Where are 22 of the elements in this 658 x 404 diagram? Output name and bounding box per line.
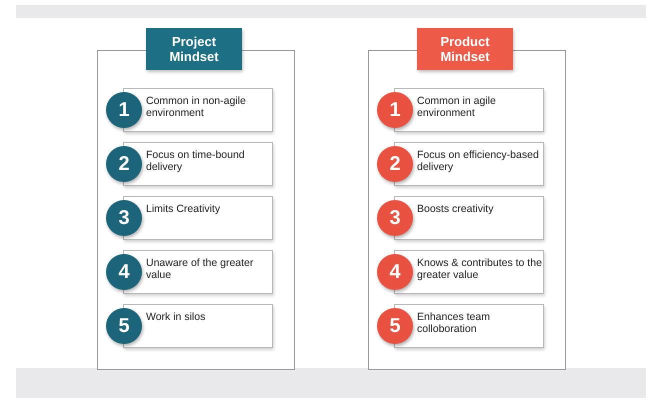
number-circle: 3 xyxy=(106,200,142,236)
item-text: Boosts creativity xyxy=(417,203,494,215)
number-circle: 1 xyxy=(377,92,413,128)
number-circle: 5 xyxy=(106,308,142,344)
item-text: Unaware of the greater value xyxy=(146,257,254,281)
item-text: Knows & contributes to the greater value xyxy=(417,257,543,281)
item-text: Limits Creativity xyxy=(146,203,222,215)
number-circle: 2 xyxy=(106,146,142,182)
heading-tab: Product Mindset xyxy=(417,28,513,70)
item-text: Focus on time-bound delivery xyxy=(146,149,246,173)
number-circle: 2 xyxy=(377,146,413,182)
number-circle: 1 xyxy=(106,92,142,128)
number-circle: 4 xyxy=(106,254,142,290)
item-text: Work in silos xyxy=(146,311,206,323)
item-text: Common in non-agile environment xyxy=(146,95,247,119)
number-circle: 5 xyxy=(377,308,413,344)
item-text: Focus on efficiency-based delivery xyxy=(417,149,540,173)
number-circle: 4 xyxy=(377,254,413,290)
item-text: Common in agile environment xyxy=(417,95,497,119)
number-circle: 3 xyxy=(377,200,413,236)
heading-tab: Project Mindset xyxy=(146,28,242,70)
item-text: Enhances team colloboration xyxy=(417,311,491,335)
